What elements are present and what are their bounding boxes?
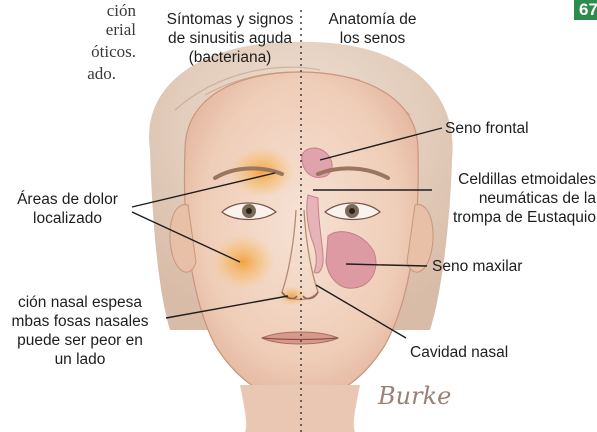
header-anatomy: Anatomía de los senos: [305, 10, 440, 48]
label-maxillary-sinus: Seno maxilar: [432, 257, 572, 276]
header-symptoms: Síntomas y signos de sinusitis aguda (ba…: [155, 10, 305, 67]
label-nasal-cavity: Cavidad nasal: [410, 343, 560, 362]
label-nasal-discharge: ción nasal espesa mbas fosas nasales pue…: [0, 293, 160, 369]
nasal-discharge-glow: [277, 286, 307, 306]
label-ethmoid-cells: Celdillas etmoidales neumáticas de la tr…: [430, 170, 596, 227]
body-text-line-2: erial: [76, 19, 136, 40]
page-number-badge: 67: [574, 0, 597, 20]
body-text-line-3: óticos.: [56, 41, 136, 62]
body-text-line-1: ción: [76, 0, 136, 21]
body-text-line-4: ado.: [36, 63, 116, 84]
pain-area-cheek: [211, 234, 275, 290]
pain-area-forehead: [228, 146, 296, 198]
artist-signature: Burke: [378, 382, 451, 410]
label-frontal-sinus: Seno frontal: [445, 119, 585, 138]
label-pain-areas: Áreas de dolor localizado: [0, 190, 135, 228]
